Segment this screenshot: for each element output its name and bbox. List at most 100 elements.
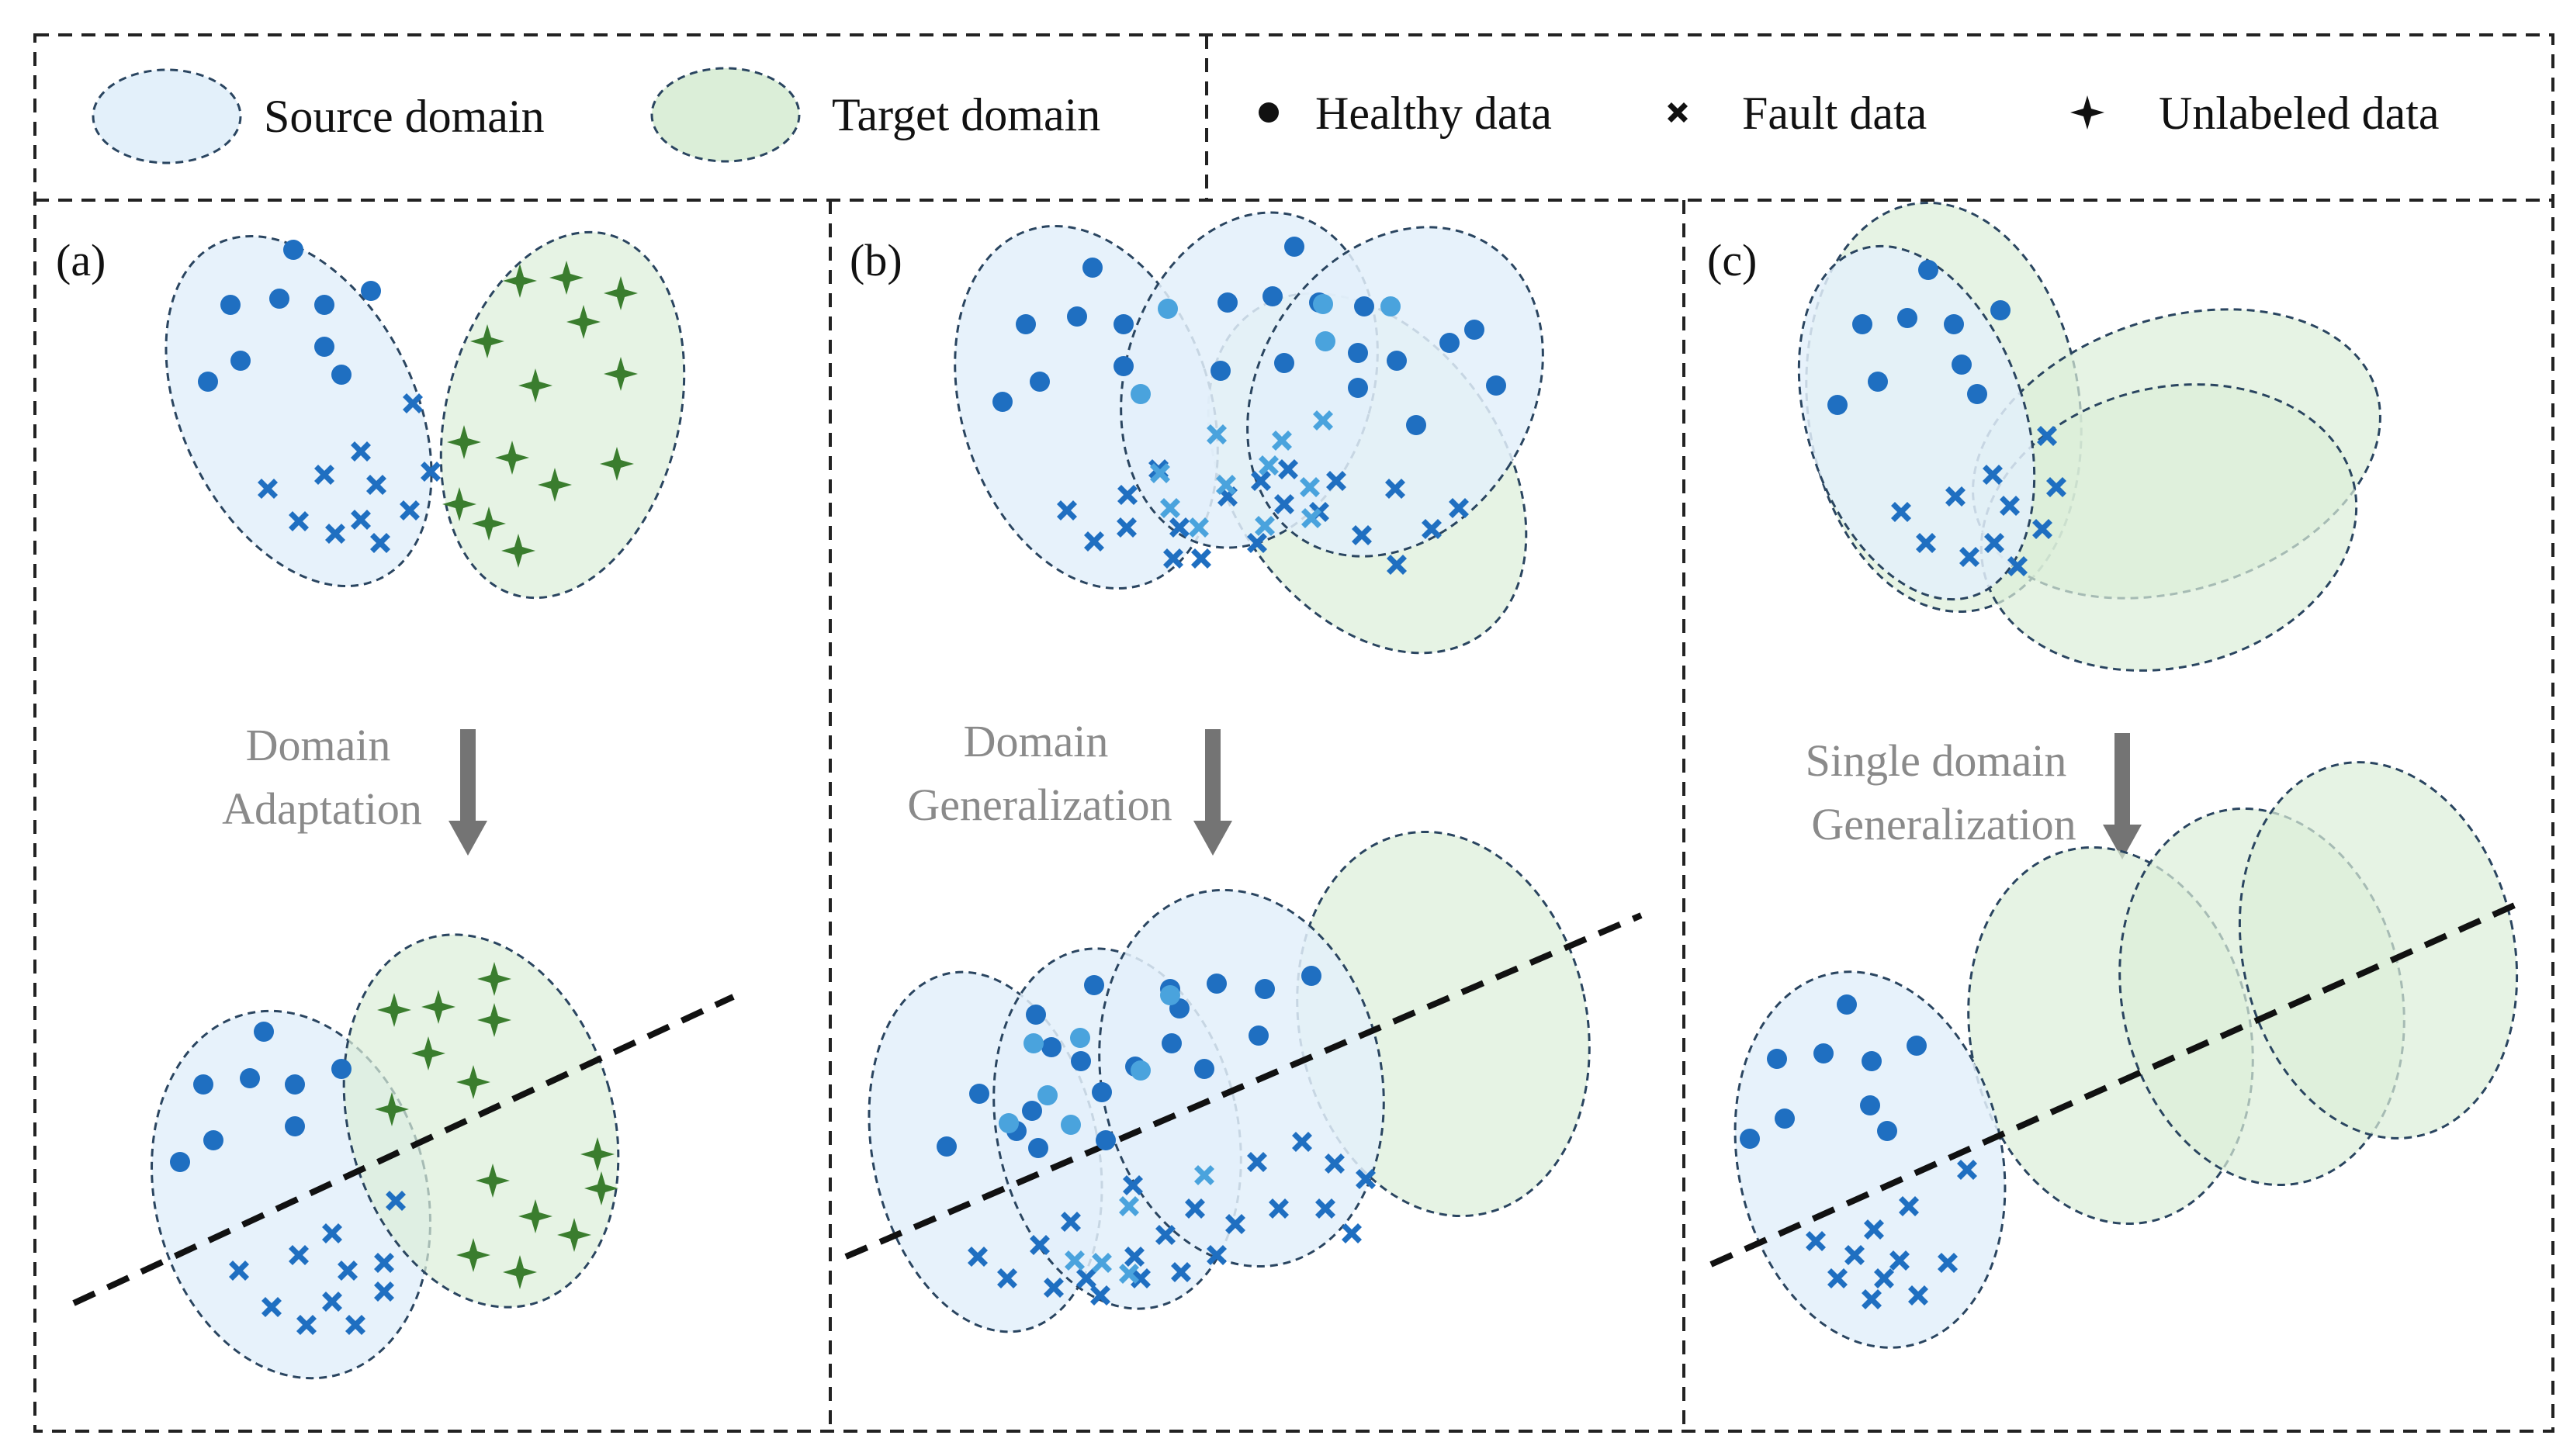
panel-c-label: (c) bbox=[1707, 235, 1757, 285]
panel-b-method-line2: Generalization bbox=[907, 780, 1172, 830]
healthy-data-point-light bbox=[1160, 985, 1180, 1005]
healthy-data-point bbox=[1813, 1043, 1834, 1063]
healthy-data-point bbox=[1862, 1051, 1882, 1071]
healthy-data-point bbox=[1868, 372, 1888, 392]
healthy-data-point-light bbox=[1131, 384, 1151, 404]
healthy-data-point bbox=[1348, 343, 1368, 363]
healthy-data-point bbox=[1207, 974, 1227, 994]
panel-c-source-ellipse bbox=[1797, 244, 2036, 601]
healthy-data-point bbox=[1096, 1130, 1116, 1150]
healthy-data-point-light bbox=[1158, 299, 1178, 319]
fault-data-point bbox=[1191, 548, 1211, 569]
healthy-data-point bbox=[1860, 1095, 1880, 1115]
source-domain-swatch bbox=[92, 68, 242, 164]
healthy-data-point bbox=[1092, 1082, 1112, 1102]
healthy-data-point bbox=[1406, 415, 1426, 435]
healthy-data-point bbox=[1028, 1138, 1048, 1158]
healthy-data-point bbox=[314, 295, 334, 315]
healthy-data-point bbox=[1990, 300, 2011, 320]
decision-boundaries bbox=[72, 901, 2520, 1306]
healthy-data-point bbox=[1877, 1121, 1897, 1141]
outer-frame bbox=[33, 33, 2554, 1433]
healthy-data-point bbox=[1907, 1036, 1927, 1056]
healthy-data-point bbox=[1084, 975, 1104, 995]
healthy-data-point bbox=[1067, 306, 1087, 327]
healthy-data-point bbox=[1026, 1005, 1046, 1025]
healthy-data-point bbox=[198, 372, 218, 392]
healthy-data-point bbox=[220, 295, 241, 315]
healthy-data-point bbox=[1387, 351, 1407, 371]
healthy-data-point bbox=[1944, 314, 1964, 334]
healthy-data-point-light bbox=[1061, 1115, 1081, 1135]
healthy-data-point bbox=[1301, 966, 1321, 986]
healthy-data-point bbox=[331, 1059, 352, 1079]
panel-a-target-ellipse bbox=[439, 230, 686, 600]
panel-b-decision-boundary bbox=[844, 912, 1643, 1260]
healthy-data-point bbox=[1827, 395, 1848, 415]
panel-c-method-line1: Single domain bbox=[1806, 735, 2067, 786]
unlabeled-data-marker bbox=[2070, 95, 2104, 130]
healthy-data-point-light bbox=[999, 1113, 1019, 1133]
data-points bbox=[170, 237, 2066, 1335]
healthy-data-point bbox=[1114, 356, 1134, 376]
healthy-data-point bbox=[314, 337, 334, 357]
panel-b-label: (b) bbox=[850, 235, 902, 285]
frame bbox=[33, 33, 2554, 1433]
healthy-data-point bbox=[1775, 1108, 1795, 1129]
healthy-data-point bbox=[193, 1074, 213, 1095]
panel-c-method-line2: Generalization bbox=[1811, 799, 2076, 849]
healthy-data-point bbox=[254, 1022, 274, 1042]
healthy-data-point bbox=[1262, 286, 1283, 306]
healthy-data-point bbox=[1162, 1033, 1182, 1053]
healthy-data-point bbox=[1918, 260, 1938, 280]
healthy-data-point bbox=[1767, 1049, 1787, 1069]
panel-a-source-ellipse bbox=[165, 234, 433, 588]
unlabeled-data-label: Unlabeled data bbox=[2159, 88, 2440, 139]
healthy-data-point bbox=[1030, 372, 1050, 392]
healthy-data-point bbox=[992, 392, 1013, 412]
healthy-data-point bbox=[285, 1116, 305, 1136]
healthy-data-marker bbox=[1259, 102, 1279, 123]
healthy-data-point bbox=[1274, 353, 1294, 373]
healthy-data-point bbox=[1114, 314, 1134, 334]
healthy-data-point bbox=[1249, 1025, 1269, 1046]
healthy-data-point bbox=[1022, 1101, 1042, 1121]
fault-data-marker bbox=[1668, 102, 1688, 123]
healthy-data-point bbox=[285, 1074, 305, 1095]
healthy-data-point bbox=[170, 1152, 190, 1172]
fault-data-point bbox=[1342, 1223, 1362, 1243]
healthy-data-point-light bbox=[1131, 1060, 1151, 1081]
healthy-data-point bbox=[1464, 320, 1484, 340]
panel-a-method-line2: Adaptation bbox=[222, 783, 422, 834]
healthy-data-point bbox=[1016, 314, 1036, 334]
healthy-data-point bbox=[1210, 361, 1231, 381]
healthy-data-point bbox=[1740, 1129, 1760, 1149]
healthy-data-point bbox=[230, 351, 251, 371]
target-domain-swatch bbox=[650, 67, 801, 163]
domain-ellipses bbox=[151, 201, 2519, 1380]
panel-c-aligned-ellipse-3 bbox=[2238, 761, 2519, 1140]
healthy-data-point-light bbox=[1070, 1028, 1090, 1048]
healthy-data-point-light bbox=[1315, 331, 1335, 351]
healthy-data-point bbox=[1486, 375, 1506, 396]
healthy-data-point bbox=[1348, 378, 1368, 398]
healthy-data-point bbox=[1837, 994, 1857, 1015]
healthy-data-point bbox=[1255, 979, 1275, 999]
fault-data-label: Fault data bbox=[1742, 88, 1927, 139]
panel-a-method-line1: Domain bbox=[246, 720, 391, 770]
healthy-data-point bbox=[269, 289, 289, 309]
panel-a-decision-boundary bbox=[72, 994, 735, 1306]
healthy-data-point bbox=[1852, 314, 1872, 334]
healthy-data-point bbox=[969, 1084, 989, 1104]
healthy-data-point bbox=[1071, 1051, 1091, 1071]
legend: Source domain Target domain Healthy data… bbox=[92, 67, 2440, 164]
panel-a-aligned-target-ellipse bbox=[342, 933, 620, 1309]
healthy-data-point bbox=[1082, 258, 1103, 278]
healthy-data-point bbox=[1194, 1059, 1214, 1079]
panel-a-label: (a) bbox=[56, 235, 106, 285]
healthy-data-point bbox=[1041, 1037, 1062, 1057]
healthy-data-point bbox=[1952, 354, 1972, 375]
healthy-data-point bbox=[1439, 333, 1460, 353]
healthy-data-point-light bbox=[1380, 296, 1401, 316]
